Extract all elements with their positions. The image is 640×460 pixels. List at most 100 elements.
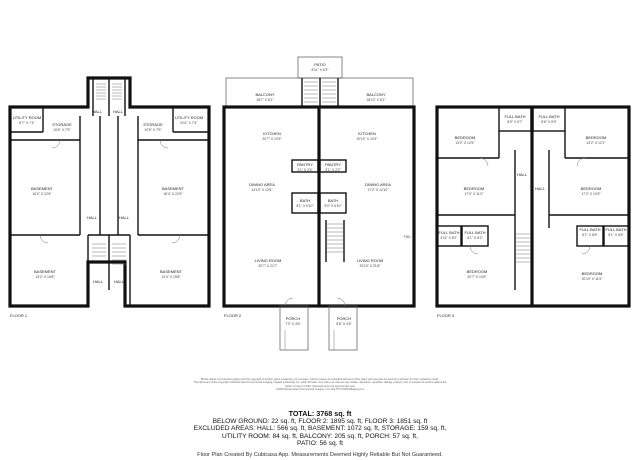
footer-credit: Floor Plan Created By Cubicasa App. Meas…	[197, 452, 443, 458]
dining-right-dims: 17'2" X 12'10"	[367, 188, 389, 192]
copyright-disclaimer: Rhode Island Commercial Imaging and the …	[190, 378, 450, 391]
hall-label: HALL	[114, 279, 125, 284]
disclaimer-line: This document is the copyright of Rhode …	[193, 381, 447, 388]
full-bath-top-left-name: FULL BATH	[504, 114, 525, 119]
full-bath-bottom-left-1-name: FULL BATH	[438, 230, 459, 235]
dining-left-name: DINING AREA	[249, 182, 275, 187]
basement-right-dims: 16'4" X 22'6"	[163, 192, 183, 196]
full-bath-bottom-right-2-name: FULL BATH	[605, 227, 626, 232]
area-summary: TOTAL: 3768 sq. ft BELOW GROUND: 22 sq. …	[150, 410, 490, 448]
basement-bottom-right-name: BASEMENT	[160, 269, 183, 274]
floor-2-plan	[222, 56, 416, 351]
full-bath-bottom-right-1-dims: 5'1" X 8'6"	[582, 233, 598, 237]
storage-right-dims: 10'5" X 7'9"	[144, 128, 162, 132]
storage-left-dims: 10'6" X 7'9"	[53, 128, 71, 132]
disclaimer-line: ©2025 Rhode Island Commercial Imaging, L…	[275, 387, 365, 391]
kitchen-right-name: KITCHEN	[358, 131, 376, 136]
total-area: TOTAL: 3768 sq. ft	[288, 409, 352, 418]
patio-name: PATIO	[314, 62, 325, 67]
full-bath-bottom-left-2-name: FULL BATH	[464, 230, 485, 235]
kitchen-left-dims: 20'7" X 10'9"	[262, 137, 282, 141]
bedroom-top-right-name: BEDROOM	[586, 135, 607, 140]
balcony-left-dims: 18'7" X 8'1"	[256, 98, 274, 102]
dining-right-name: DINING AREA	[365, 182, 391, 187]
dining-left-dims: 14'10" X 12'6"	[251, 188, 273, 192]
hall-label: HALL	[87, 215, 98, 220]
floor-3-labels: BEDROOM 13'0" X 12'5" FULL BATH 8'5" X 5…	[437, 114, 627, 318]
bedroom-top-right-dims: 13'2" X 12'1"	[586, 141, 606, 145]
pantry-right-name: PANTRY	[325, 162, 341, 167]
area-breakdown-line: BELOW GROUND: 22 sq. ft, FLOOR 2: 1895 s…	[212, 417, 428, 425]
storage-left-name: STORAGE	[52, 122, 72, 127]
basement-left-name: BASEMENT	[31, 186, 54, 191]
bath-left-dims: 5'1" X 6'10"	[296, 204, 314, 208]
floor-2-label: FLOOR 2	[224, 313, 242, 318]
bedroom-bottom-left-dims: 20'7" X 10'8"	[467, 275, 487, 279]
bedroom-mid-left-name: BEDROOM	[464, 186, 485, 191]
kitchen-right-dims: 20'10" X 10'3"	[356, 137, 378, 141]
basement-bottom-right-dims: 12'4" X 15'8"	[161, 275, 181, 279]
pantry-left-dims: 3'1" X 2'4"	[297, 168, 313, 172]
basement-bottom-left-name: BASEMENT	[34, 269, 57, 274]
bedroom-mid-right-dims: 17'3" X 10'9"	[581, 192, 601, 196]
patio-dims: 8'11" X 6'3"	[311, 68, 329, 72]
bedroom-top-left-dims: 13'0" X 12'5"	[455, 141, 475, 145]
full-bath-bottom-left-1-dims: 4'11" X 8'2"	[440, 236, 458, 240]
bedroom-mid-right-name: BEDROOM	[581, 186, 602, 191]
bedroom-mid-left-dims: 17'0" X 11'2"	[465, 192, 485, 196]
utility-room-right-dims: 5'11" X 7'4"	[180, 121, 198, 125]
storage-right-name: STORAGE	[143, 122, 163, 127]
pantry-right-dims: 3'1" X 2'2"	[325, 168, 341, 172]
living-room-right-dims: 20'10" X 21'8"	[359, 264, 381, 268]
living-room-right-name: LIVING ROOM	[357, 258, 384, 263]
area-breakdown-line: UTILITY ROOM: 84 sq. ft, BALCONY: 205 sq…	[222, 432, 418, 440]
living-room-left-dims: 20'7" X 21'7"	[258, 264, 278, 268]
bath-right-dims: 5'0" X 6'10"	[324, 204, 342, 208]
living-room-left-name: LIVING ROOM	[255, 258, 282, 263]
bath-right-name: BATH	[328, 198, 338, 203]
bedroom-top-left-name: BEDROOM	[455, 135, 476, 140]
bedroom-bottom-right-name: BEDROOM	[582, 271, 603, 276]
full-bath-bottom-left-2-dims: 5'1" X 8'2"	[467, 236, 483, 240]
bedroom-bottom-left-name: BEDROOM	[467, 269, 488, 274]
full-bath-bottom-right-1-name: FULL BATH	[579, 227, 600, 232]
bedroom-bottom-right-dims: 20'10" X 11'5"	[582, 277, 604, 281]
porch-right-name: PORCH	[337, 316, 352, 321]
full-bath-top-right-name: FULL BATH	[538, 114, 559, 119]
hall-label: HALL	[535, 186, 546, 191]
hall-label: HALL	[113, 109, 124, 114]
floor-1-labels: UTILITY ROOM 5'7" X 7'4" STORAGE 10'6" X…	[10, 109, 203, 318]
floor-3-plan	[435, 105, 631, 308]
tnu-label: TNU	[404, 235, 412, 239]
porch-left-dims: 7'0" X 4'6"	[285, 322, 301, 326]
hall-label: HALL	[92, 109, 103, 114]
floor-3-label: FLOOR 3	[437, 313, 455, 318]
porch-right-dims: 5'8" X 4'6"	[336, 322, 352, 326]
disclaimer-line: Rhode Island Commercial Imaging and the …	[200, 378, 440, 381]
full-bath-top-right-dims: 8'6" X 5'9"	[541, 120, 557, 124]
full-bath-bottom-right-2-dims: 5'1" X 8'6"	[608, 233, 624, 237]
porch-left-name: PORCH	[286, 316, 301, 321]
hall-label: HALL	[517, 172, 528, 177]
hall-label: HALL	[93, 279, 104, 284]
floor-1-plan	[8, 76, 211, 308]
utility-room-right-name: UTILITY ROOM	[175, 115, 203, 120]
balcony-right-dims: 18'10" X 8'1"	[366, 98, 386, 102]
utility-room-left-name: UTILITY ROOM	[13, 115, 41, 120]
basement-right-name: BASEMENT	[162, 186, 185, 191]
kitchen-left-name: KITCHEN	[263, 131, 281, 136]
pantry-left-name: PANTRY	[297, 162, 313, 167]
hall-label: HALL	[119, 215, 130, 220]
balcony-left-name: BALCONY	[255, 92, 274, 97]
utility-room-left-dims: 5'7" X 7'4"	[19, 121, 35, 125]
basement-bottom-left-dims: 13'2" X 15'8"	[35, 275, 55, 279]
floor-1-label: FLOOR 1	[10, 313, 28, 318]
area-breakdown-line: EXCLUDED AREAS: HALL: 566 sq. ft, BASEME…	[193, 425, 447, 433]
basement-left-dims: 16'0" X 22'6"	[32, 192, 52, 196]
full-bath-top-left-dims: 8'5" X 5'7"	[507, 120, 523, 124]
balcony-right-name: BALCONY	[366, 92, 385, 97]
bath-left-name: BATH	[300, 198, 310, 203]
floor-2-labels: PATIO 8'11" X 6'3" BALCONY 18'7" X 8'1" …	[224, 62, 411, 326]
area-breakdown-line: PATIO: 56 sq. ft	[297, 440, 343, 448]
